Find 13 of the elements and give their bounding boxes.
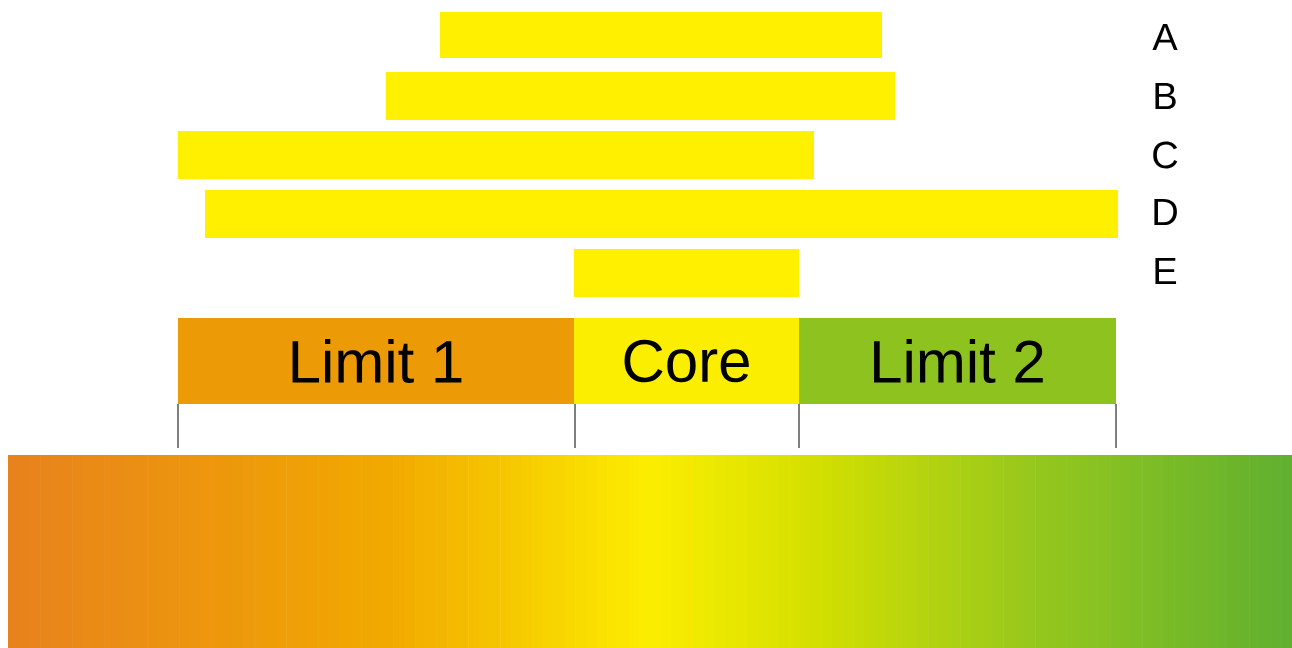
row-letter: B: [1155, 82, 1176, 110]
band: Core: [574, 318, 799, 404]
bar: [386, 72, 895, 120]
bar: [205, 190, 1118, 238]
band: Limit 1: [178, 318, 574, 404]
row-letter: C: [1153, 141, 1178, 169]
row-letter: A: [1152, 23, 1178, 51]
row-letter: E: [1155, 257, 1177, 285]
row-letter: D: [1154, 198, 1177, 226]
bar: [178, 131, 814, 179]
bar: [574, 249, 799, 297]
bar: [440, 12, 882, 58]
band: Limit 2: [799, 318, 1116, 404]
